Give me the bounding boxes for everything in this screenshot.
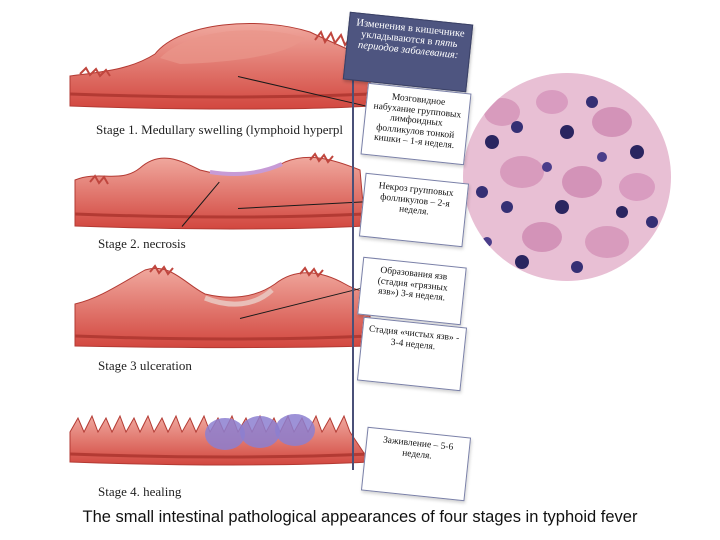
stage-1-label: Stage 1. Medullary swelling (lymphoid hy… [96,122,343,138]
stage-box-4: Стадия «чистых язв» - 3-4 неделя. [357,317,467,392]
stage-3-illustration: Stage 3 ulceration [60,254,380,364]
figure-caption: The small intestinal pathological appear… [0,508,720,527]
header-box: Изменения в кишечнике укладываются в пят… [343,12,473,93]
stage-4-tissue-drawing [60,382,380,482]
stage-4-label: Stage 4. healing [98,484,181,500]
stage-3-tissue-drawing [60,254,380,354]
stage-box-1: Мозговидное набухание групповых лимфоидн… [361,83,472,165]
stage-1-illustration: Stage 1. Medullary swelling (lymphoid hy… [60,14,380,124]
stage-2-illustration: Stage 2. necrosis [60,140,380,250]
stage-3-label: Stage 3 ulceration [98,358,192,374]
stage-4-illustration: Stage 4. healing [60,382,380,492]
stage-2-tissue-drawing [60,140,380,240]
stage-box-2: Некроз групповых фолликулов – 2-я неделя… [359,173,469,248]
stage-2-label: Stage 2. necrosis [98,236,186,252]
stage-box-5: Заживление – 5-6 неделя. [361,427,471,502]
stage-1-tissue-drawing [60,14,380,124]
stage-box-3: Образования язв (стадия «грязных язв») 3… [357,257,466,326]
timeline-line [352,70,354,470]
micrograph-circle [462,72,672,282]
micrograph-image [462,72,672,282]
